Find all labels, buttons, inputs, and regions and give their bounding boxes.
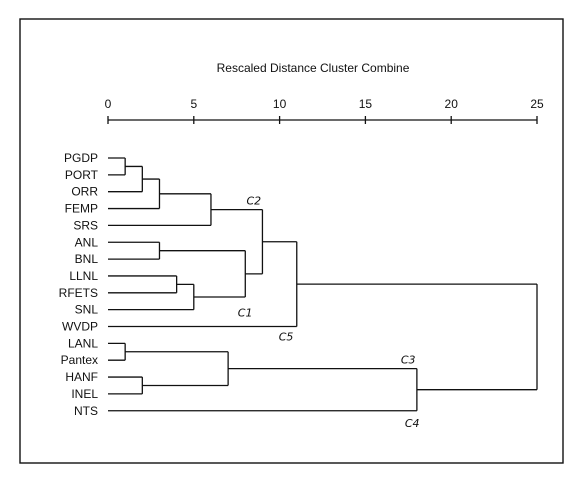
cluster-annotation: C4 bbox=[405, 417, 420, 430]
axis-tick-label: 5 bbox=[190, 97, 197, 111]
cluster-annotation: C3 bbox=[401, 354, 416, 367]
axis-tick-label: 0 bbox=[105, 97, 112, 111]
leaf-label: FEMP bbox=[65, 202, 98, 216]
leaf-label: LANL bbox=[68, 336, 98, 350]
dendrogram-links bbox=[108, 157, 538, 412]
leaf-label: SRS bbox=[73, 218, 98, 232]
axis-tick-label: 15 bbox=[359, 97, 373, 111]
leaf-label: PORT bbox=[65, 168, 99, 182]
leaf-labels: PGDP PORT ORR FEMP SRS ANL BNL LLNL RFETS SNL WVDP… bbox=[59, 151, 99, 418]
leaf-label: Pantex bbox=[61, 353, 98, 367]
leaf-label: BNL bbox=[75, 252, 99, 266]
leaf-label: ANL bbox=[75, 235, 99, 249]
leaf-label: HANF bbox=[65, 370, 98, 384]
dendrogram-title: Rescaled Distance Cluster Combine bbox=[217, 61, 410, 75]
leaf-label: LLNL bbox=[69, 269, 98, 283]
axis-tick-label: 10 bbox=[273, 97, 287, 111]
figure-frame bbox=[19, 18, 564, 464]
leaf-label: WVDP bbox=[62, 320, 98, 334]
leaf-label: PGDP bbox=[64, 151, 98, 165]
leaf-label: RFETS bbox=[59, 286, 98, 300]
axis-tick-label: 25 bbox=[530, 97, 544, 111]
leaf-label: SNL bbox=[75, 303, 99, 317]
cluster-annotation: C1 bbox=[238, 307, 253, 320]
distance-axis: 0 5 10 15 20 25 bbox=[105, 97, 544, 124]
leaf-label: INEL bbox=[71, 387, 98, 401]
cluster-annotation: C2 bbox=[246, 195, 261, 208]
leaf-label: NTS bbox=[74, 404, 98, 418]
leaf-label: ORR bbox=[71, 185, 98, 199]
axis-tick-label: 20 bbox=[445, 97, 459, 111]
cluster-annotation: C5 bbox=[279, 331, 294, 344]
